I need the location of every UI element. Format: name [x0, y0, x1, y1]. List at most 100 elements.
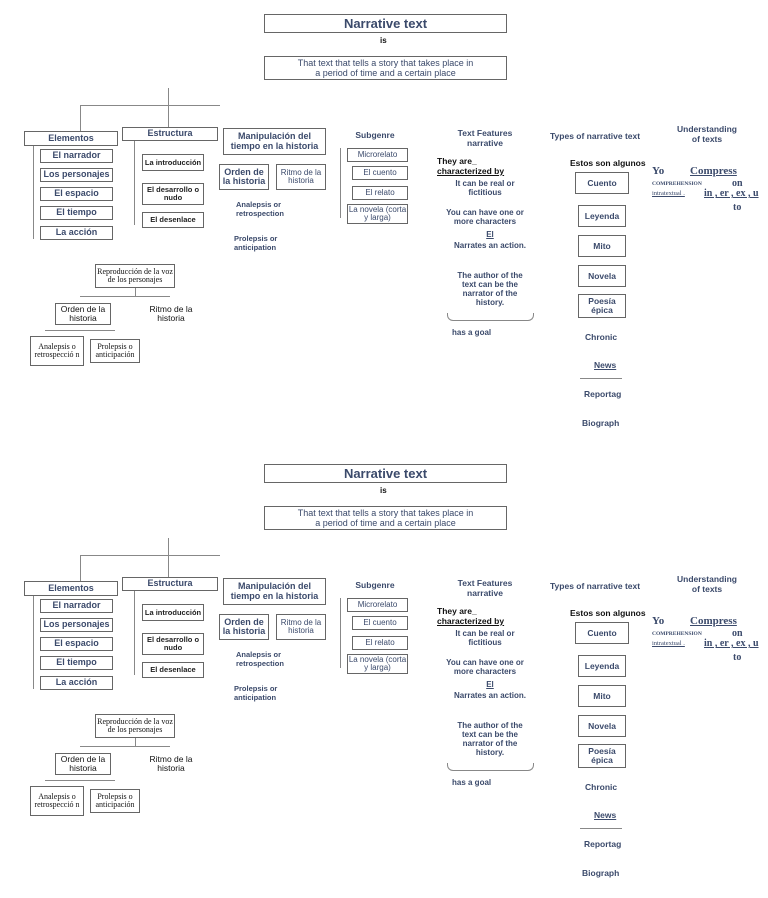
- estos-label: Estos son algunos: [570, 158, 646, 168]
- comprehension-label: COMPREHENSION: [652, 631, 702, 637]
- subgenre-item: El cuento: [352, 166, 408, 180]
- type-box: Mito: [578, 685, 626, 707]
- type-box: Leyenda: [578, 205, 626, 227]
- estructura-item: El desarrollo o nudo: [142, 183, 204, 205]
- comprehension-label: COMPREHENSION: [652, 181, 702, 187]
- types-header: Types of narrative text: [550, 581, 641, 591]
- type-box: Novela: [578, 715, 626, 737]
- estos-label: Estos son algunos: [570, 608, 646, 618]
- type-box: Novela: [578, 265, 626, 287]
- type-reportag: Reportag: [584, 839, 622, 849]
- elementos-item: El tiempo: [40, 206, 113, 220]
- top-connector: [80, 105, 220, 106]
- understanding-header: Understanding of texts: [677, 124, 737, 144]
- estructura-header: Estructura: [122, 127, 218, 141]
- concept-map-bottom: Narrative text is That text that tells a…: [0, 450, 768, 898]
- estructura-item: El desarrollo o nudo: [142, 633, 204, 655]
- repro-prolepsis: Prolepsis o anticipación: [90, 789, 140, 813]
- prolepsis-label: Prolepsis or anticipation: [234, 684, 278, 702]
- characterized-label: characterized by: [437, 616, 505, 626]
- on-label: on: [732, 178, 743, 189]
- feature-real: It can be real or fictitious: [455, 179, 515, 197]
- feature-characters: You can have one or more characters: [446, 208, 524, 226]
- repro-stem: [135, 288, 136, 296]
- manipulacion-header: Manipulación del tiempo en la historia: [223, 128, 326, 155]
- type-chronic: Chronic: [585, 332, 618, 342]
- type-box: Cuento: [575, 622, 629, 644]
- elementos-header: Elementos: [24, 131, 118, 146]
- type-biograph: Biograph: [582, 868, 620, 878]
- definition-box: That text that tells a story that takes …: [264, 506, 507, 530]
- estructura-item: La introducción: [142, 154, 204, 171]
- is-label: is: [380, 36, 387, 45]
- definition-box: That text that tells a story that takes …: [264, 56, 507, 80]
- subgenre-item: El relato: [352, 636, 408, 650]
- elementos-item: El espacio: [40, 187, 113, 201]
- elementos-item: El espacio: [40, 637, 113, 651]
- subgenre-item: La novela (corta y larga): [347, 204, 408, 224]
- yo-label: Yo: [652, 615, 665, 627]
- manipulacion-header: Manipulación del tiempo en la historia: [223, 578, 326, 605]
- estructura-header: Estructura: [122, 577, 218, 591]
- intratextual-label: intratextual .: [652, 640, 685, 647]
- type-reportag: Reportag: [584, 389, 622, 399]
- type-biograph: Biograph: [582, 418, 620, 428]
- repro-branch: [80, 296, 170, 297]
- repro-stem: [135, 738, 136, 746]
- type-chronic: Chronic: [585, 782, 618, 792]
- news-line: [580, 828, 622, 829]
- elementos-item: La acción: [40, 676, 113, 690]
- reproduccion-box: Reproducción de la voz de los personajes: [95, 264, 175, 288]
- repro-orden: Orden de la historia: [55, 303, 111, 325]
- elementos-item: El tiempo: [40, 656, 113, 670]
- feature-characters: You can have one or more characters: [446, 658, 524, 676]
- feature-real: It can be real or fictitious: [455, 629, 515, 647]
- top-connector: [80, 555, 220, 556]
- feature-goal: has a goal: [452, 778, 492, 787]
- manipulacion-ritmo: Ritmo de la historia: [276, 614, 326, 640]
- elementos-trunk: [33, 146, 34, 239]
- concept-map-top: Narrative text is That text that tells a…: [0, 0, 768, 448]
- elementos-item: Los personajes: [40, 618, 113, 632]
- subgenre-item: El cuento: [352, 616, 408, 630]
- compress-label: Compress: [690, 165, 737, 177]
- features-header: Text Features narrative: [457, 128, 513, 148]
- feature-author: The author of the text can be the narrat…: [457, 721, 523, 757]
- repro-ritmo: Ritmo de la historia: [143, 753, 199, 775]
- brace-line: [447, 313, 534, 321]
- to-label: to: [733, 202, 742, 213]
- elementos-trunk: [33, 596, 34, 689]
- manipulacion-ritmo: Ritmo de la historia: [276, 164, 326, 190]
- estructura-trunk: [134, 141, 135, 225]
- subgenre-item: Microrelato: [347, 598, 408, 612]
- type-news: News: [594, 810, 617, 820]
- repro-ritmo: Ritmo de la historia: [143, 303, 199, 325]
- elementos-item: Los personajes: [40, 168, 113, 182]
- analepsis-label: Analepsis or retrospection: [236, 650, 284, 668]
- types-header: Types of narrative text: [550, 131, 641, 141]
- feature-goal: has a goal: [452, 328, 492, 337]
- feature-author: The author of the text can be the narrat…: [457, 271, 523, 307]
- they-are-label: They are_: [437, 156, 477, 166]
- estructura-item: El desenlace: [142, 212, 204, 228]
- left-connector: [80, 105, 81, 131]
- estructura-item: La introducción: [142, 604, 204, 621]
- news-line: [580, 378, 622, 379]
- type-box: Cuento: [575, 172, 629, 194]
- intratextual-label: intratextual .: [652, 190, 685, 197]
- analepsis-label: Analepsis or retrospection: [236, 200, 284, 218]
- subgenre-trunk: [340, 598, 341, 668]
- feature-el: El: [486, 230, 494, 239]
- elementos-item: La acción: [40, 226, 113, 240]
- type-box: Poesía épica: [578, 294, 626, 318]
- left-connector: [80, 555, 81, 581]
- repro-branch: [80, 746, 170, 747]
- characterized-label: characterized by: [437, 166, 505, 176]
- is-label: is: [380, 486, 387, 495]
- orden-branch: [45, 780, 115, 781]
- repro-analepsis: Analepsis o retrospecció n: [30, 336, 84, 366]
- subgenre-item: Microrelato: [347, 148, 408, 162]
- prolepsis-label: Prolepsis or anticipation: [234, 234, 278, 252]
- subgenre-header: Subgenre: [355, 130, 395, 140]
- feature-narrates: Narrates an action.: [453, 691, 527, 700]
